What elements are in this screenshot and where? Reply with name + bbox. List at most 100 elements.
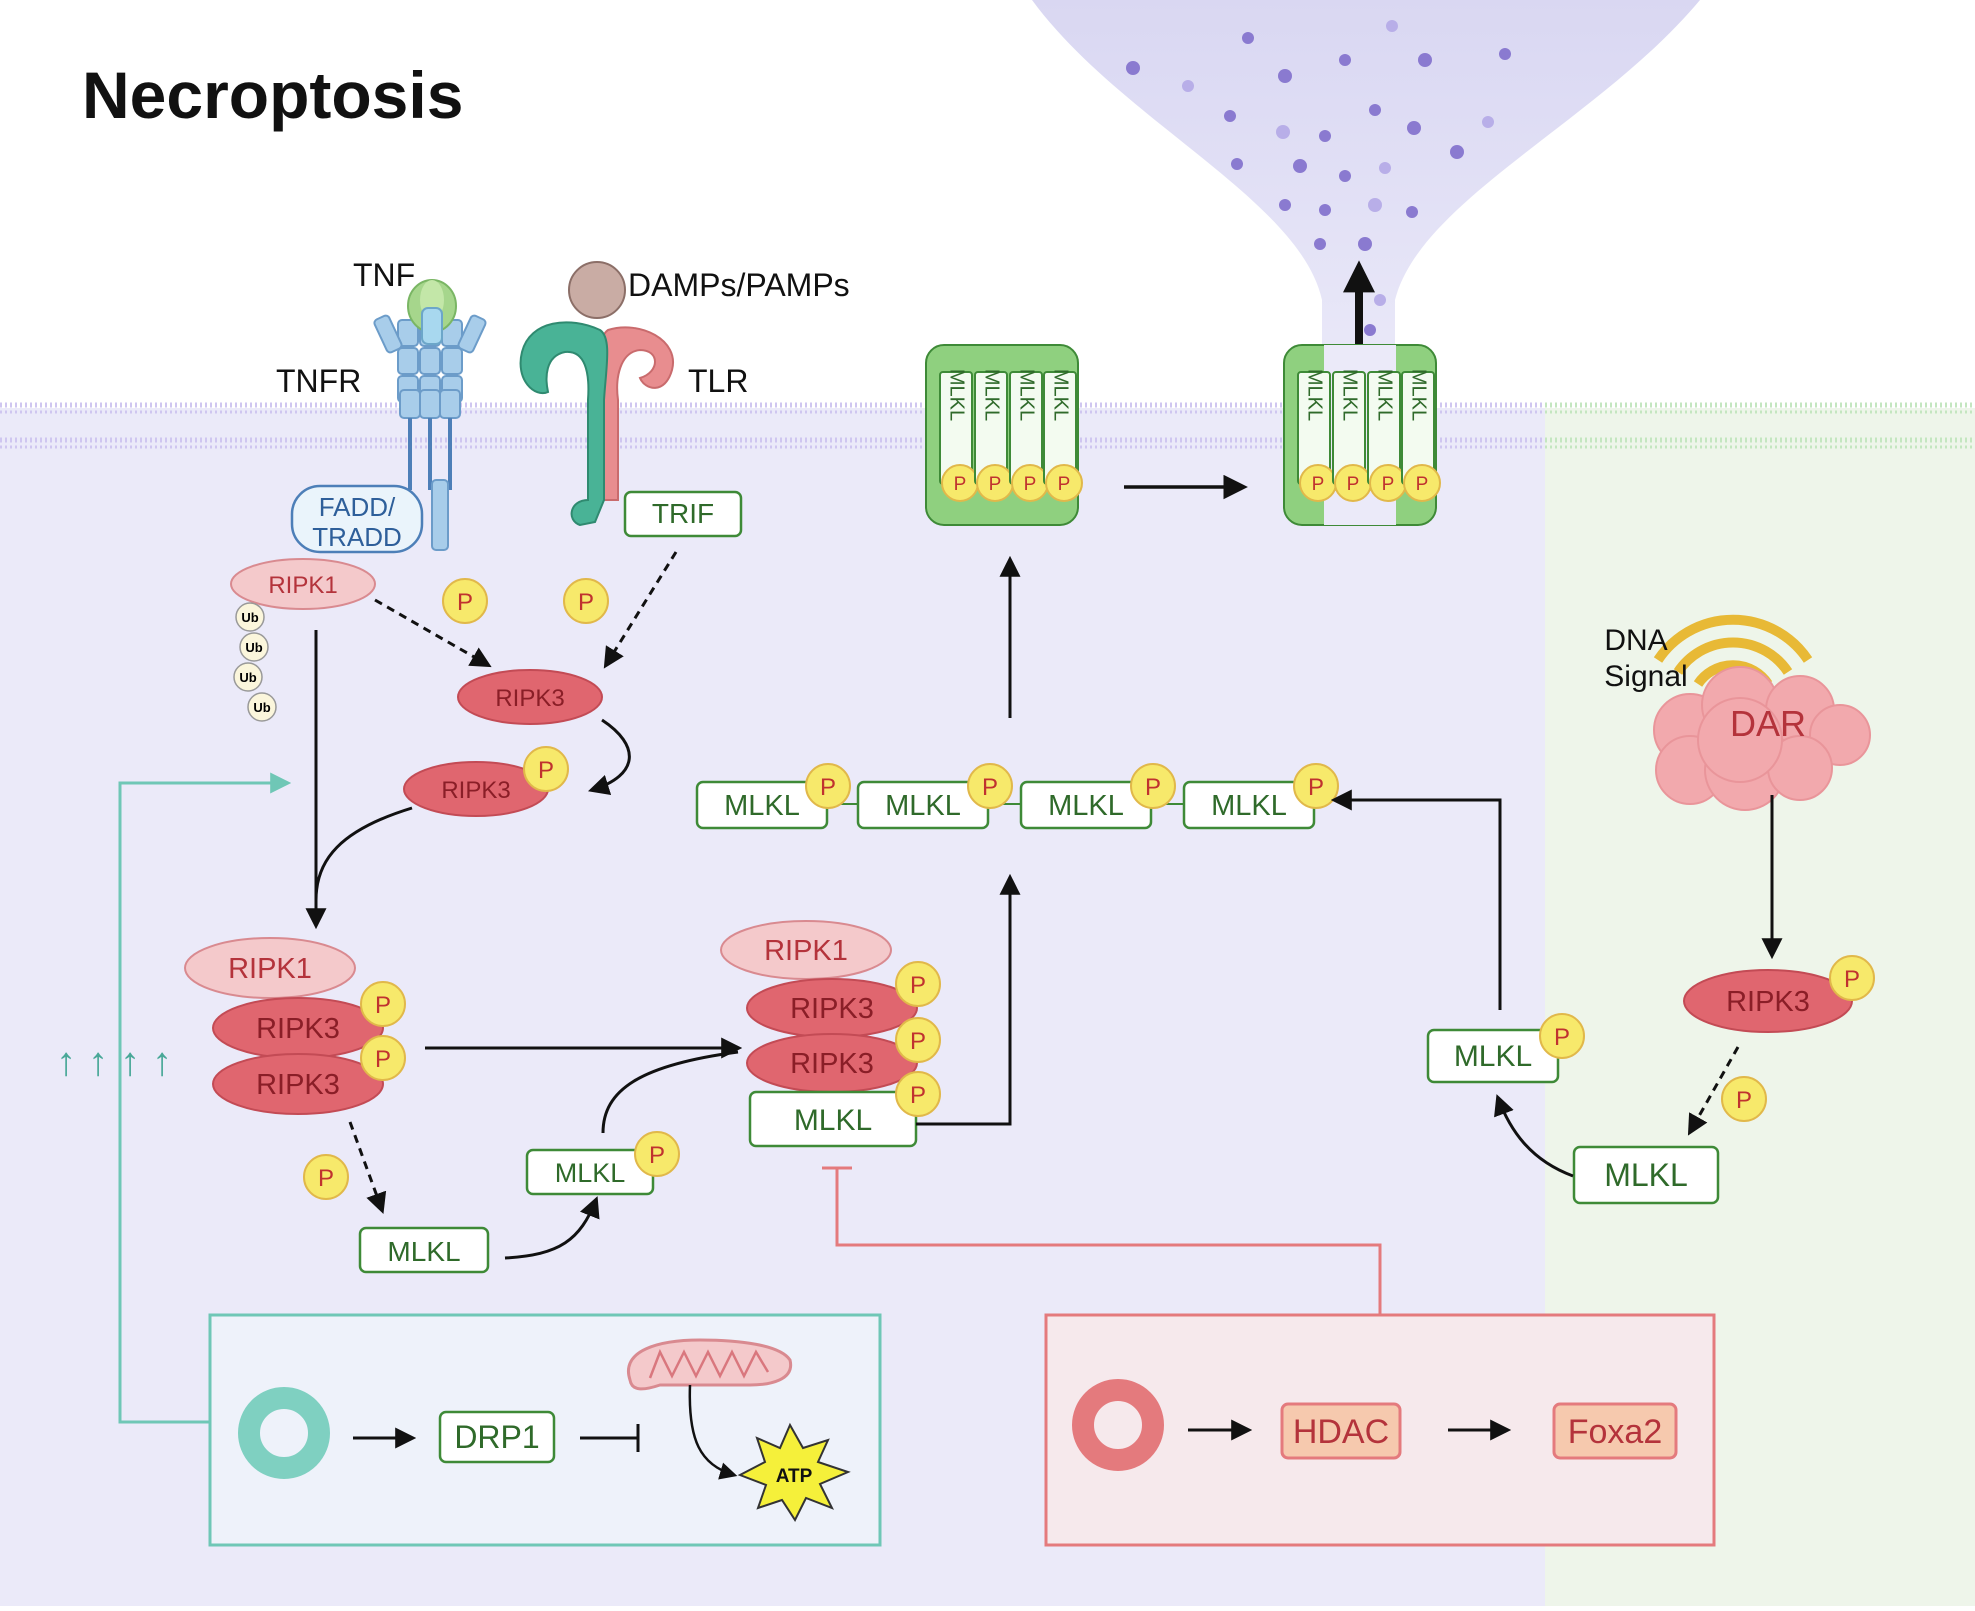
pore-phospho-label: P xyxy=(1312,474,1325,495)
particle-dot xyxy=(1450,145,1464,159)
pore-phospho-label: P xyxy=(954,474,967,495)
tlr-receptor-icon xyxy=(519,321,675,527)
particle-dot xyxy=(1374,294,1386,306)
svg-text:P: P xyxy=(375,992,391,1019)
svg-text:Ub: Ub xyxy=(245,640,262,655)
svg-text:RIPK3: RIPK3 xyxy=(495,685,564,712)
particle-dot xyxy=(1358,237,1372,251)
particle-dot xyxy=(1319,130,1331,142)
mitochondrion-icon xyxy=(626,1338,793,1391)
tradd-label: TRADD xyxy=(312,522,402,552)
particle-dot xyxy=(1368,198,1382,212)
drp1-label: DRP1 xyxy=(454,1419,539,1455)
tnf-trimer-icon xyxy=(407,279,457,345)
svg-text:P: P xyxy=(318,1165,334,1192)
trif-box: TRIF xyxy=(623,490,743,538)
mlkl-oligomer-chain: MLKL P MLKL P MLKL P MLKL P xyxy=(695,763,1339,830)
svg-text:P: P xyxy=(982,774,998,801)
pore-mlkl-label: MLKL xyxy=(1016,369,1038,421)
svg-text:P: P xyxy=(1145,774,1161,801)
svg-text:P: P xyxy=(578,589,594,616)
page-title: Necroptosis xyxy=(82,58,463,132)
particle-dot xyxy=(1293,159,1307,173)
pore-mlkl-label: MLKL xyxy=(946,369,968,421)
pore-mlkl-label: MLKL xyxy=(1374,369,1396,421)
particle-dot xyxy=(1482,116,1494,128)
teal-ring-icon xyxy=(238,1387,330,1479)
arrow-mlkl-phosphorylation xyxy=(504,1196,600,1260)
svg-text:Ub: Ub xyxy=(253,700,270,715)
svg-text:MLKL: MLKL xyxy=(885,790,961,822)
svg-text:RIPK1: RIPK1 xyxy=(764,935,848,967)
fadd-tradd-complex: FADD/ TRADD xyxy=(290,484,424,554)
particle-dot xyxy=(1182,80,1194,92)
arrow-mito-to-atp xyxy=(688,1384,738,1480)
mitochondria-pathway-box: DRP1 ATP xyxy=(208,1313,882,1547)
svg-text:P: P xyxy=(910,1028,926,1055)
hdac-inhibition-line xyxy=(835,1168,1382,1315)
particle-dot xyxy=(1386,20,1398,32)
particle-dot xyxy=(1242,32,1254,44)
necrosome-center: RIPK1 RIPK3 RIPK3 MLKL P P P xyxy=(720,920,941,1148)
damps-label: DAMPs/PAMPs xyxy=(628,267,850,303)
svg-text:P: P xyxy=(457,589,473,616)
ripk3-top: RIPK3 xyxy=(457,669,603,725)
arrow-necrosome-to-mlkl-chain xyxy=(916,873,1021,1126)
teal-feedback-arrow xyxy=(118,772,292,1424)
arrow-ripk3-phosphorylation xyxy=(587,718,631,796)
ripk3-phospho: RIPK3 P xyxy=(403,746,569,817)
pore-phospho-label: P xyxy=(1347,474,1360,495)
particle-dot xyxy=(1279,199,1291,211)
svg-text:ATP: ATP xyxy=(776,1466,813,1487)
mlkl-phospho-right: MLKL P xyxy=(1426,1013,1585,1084)
particle-dot xyxy=(1499,48,1511,60)
particle-dot xyxy=(1126,61,1140,75)
particle-dot xyxy=(1406,206,1418,218)
mlkl-box-right: MLKL xyxy=(1572,1145,1720,1205)
particle-dot xyxy=(1224,110,1236,122)
pore-mlkl-label: MLKL xyxy=(981,369,1003,421)
pore-mlkl-label: MLKL xyxy=(1339,369,1361,421)
cell-membrane xyxy=(0,402,1975,449)
tlr-label: TLR xyxy=(688,363,748,399)
tnfr-label: TNFR xyxy=(276,363,361,399)
ubiquitin-chain: Ub Ub Ub Ub xyxy=(233,602,277,722)
ripk1-top: RIPK1 xyxy=(230,558,376,610)
svg-text:P: P xyxy=(538,757,554,784)
pore-mlkl-label: MLKL xyxy=(1050,369,1072,421)
svg-text:P: P xyxy=(910,1082,926,1109)
svg-text:MLKL: MLKL xyxy=(794,1104,872,1137)
svg-text:MLKL: MLKL xyxy=(1048,790,1124,822)
particle-dot xyxy=(1379,162,1391,174)
particle-dot xyxy=(1276,125,1290,139)
mlkl-phospho: MLKL P xyxy=(525,1131,680,1196)
arrow-ripk1-to-ripk3 xyxy=(374,598,492,668)
particle-dot xyxy=(1418,53,1432,67)
svg-text:RIPK3: RIPK3 xyxy=(441,777,510,804)
particle-dot xyxy=(1319,204,1331,216)
pore-phospho-label: P xyxy=(989,474,1002,495)
tnf-label: TNF xyxy=(353,257,415,293)
svg-text:RIPK3: RIPK3 xyxy=(1726,986,1810,1018)
particle-dot xyxy=(1369,104,1381,116)
svg-text:MLKL: MLKL xyxy=(1211,790,1287,822)
pore-phospho-label: P xyxy=(1382,474,1395,495)
svg-text:P: P xyxy=(1844,966,1860,993)
svg-text:MLKL: MLKL xyxy=(387,1236,460,1267)
pore-phospho-label: P xyxy=(1024,474,1037,495)
svg-text:RIPK3: RIPK3 xyxy=(256,1013,340,1045)
foxa2-label: Foxa2 xyxy=(1568,1413,1663,1451)
arrow-mlkl-to-necrosome xyxy=(601,1050,739,1134)
pore-phospho-label: P xyxy=(1416,474,1429,495)
arrow-to-mlkl xyxy=(348,1121,387,1214)
particle-dot xyxy=(1364,324,1376,336)
particle-dot xyxy=(1278,69,1292,83)
svg-text:RIPK3: RIPK3 xyxy=(256,1069,340,1101)
dna-label: DNA xyxy=(1604,624,1667,657)
hdac-pathway-box: HDAC Foxa2 xyxy=(1044,1313,1716,1547)
arrow-ripk3-to-mlkl-right xyxy=(1687,1046,1740,1136)
damp-ball-icon xyxy=(568,261,626,319)
